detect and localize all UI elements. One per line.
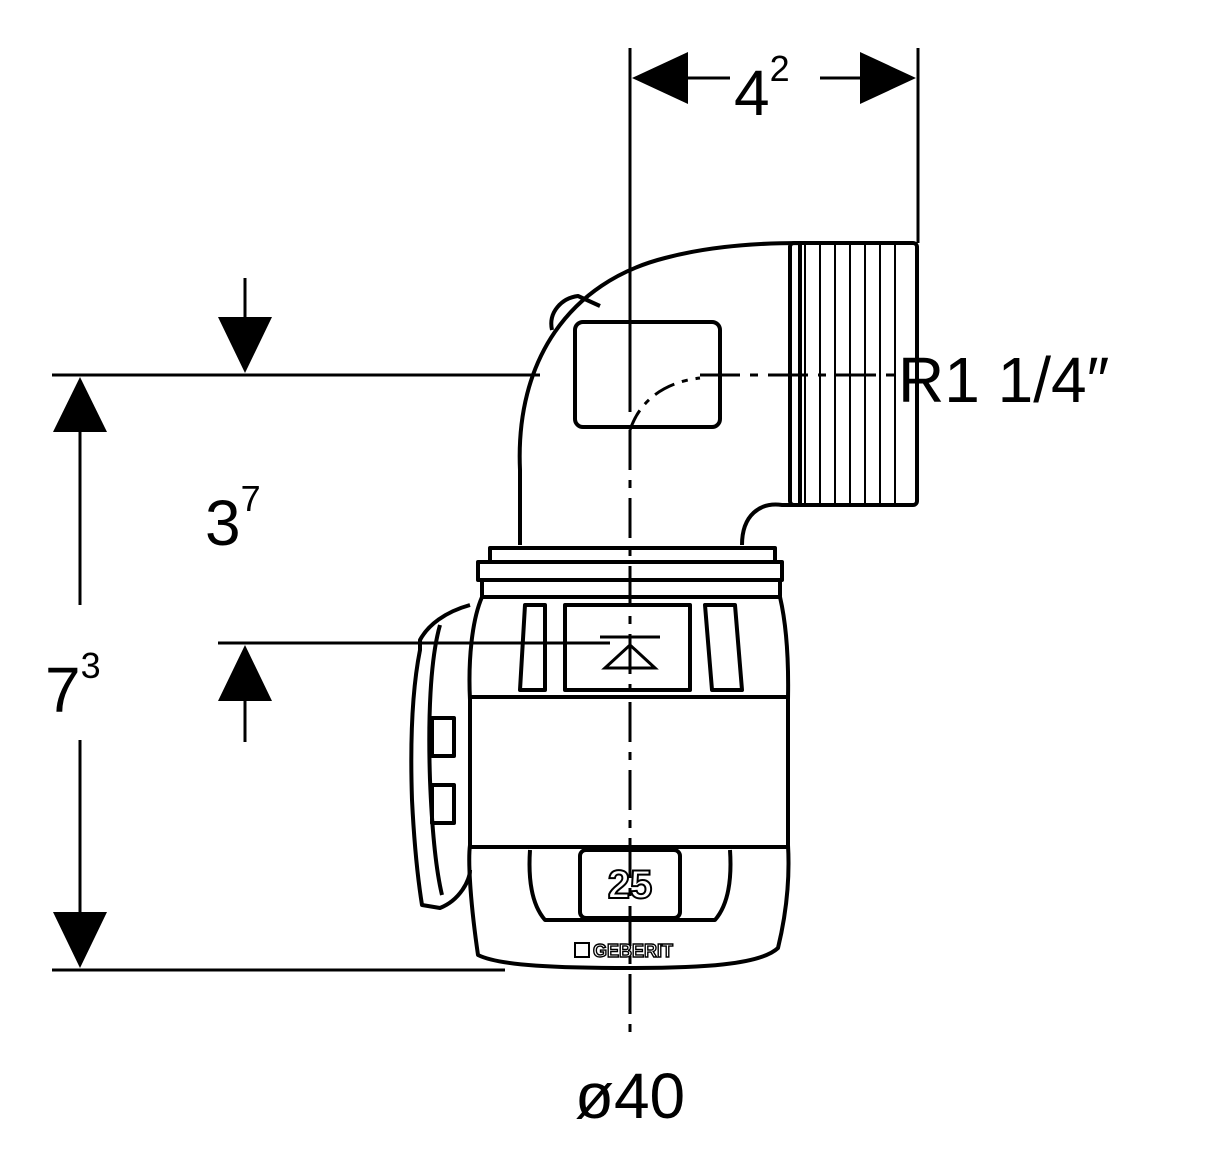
center-lines [628, 373, 895, 1035]
brand-logo-square-icon [574, 942, 590, 958]
arrow-left-icon [632, 52, 688, 104]
dimension-lines [52, 48, 920, 972]
dimension-arrows [53, 52, 916, 968]
arrow-up-icon [218, 645, 272, 701]
dim-horizontal-offset-label: 42 [734, 48, 790, 129]
diameter-label: ø40 [575, 1060, 685, 1132]
arrow-down-icon [53, 912, 107, 968]
arrow-right-icon [860, 52, 916, 104]
brand-marking: GEBERIT [593, 941, 673, 961]
arrow-up-icon [53, 377, 107, 432]
thread-size-label: R1 1/4″ [898, 344, 1109, 416]
arrow-down-icon [218, 317, 272, 373]
dim-center-to-top-label: 37 [205, 478, 261, 559]
dim-overall-height-label: 73 [45, 645, 101, 726]
insertion-mark-icon [600, 635, 660, 670]
size-marking: 25 [608, 863, 653, 907]
fitting-body [409, 241, 919, 970]
